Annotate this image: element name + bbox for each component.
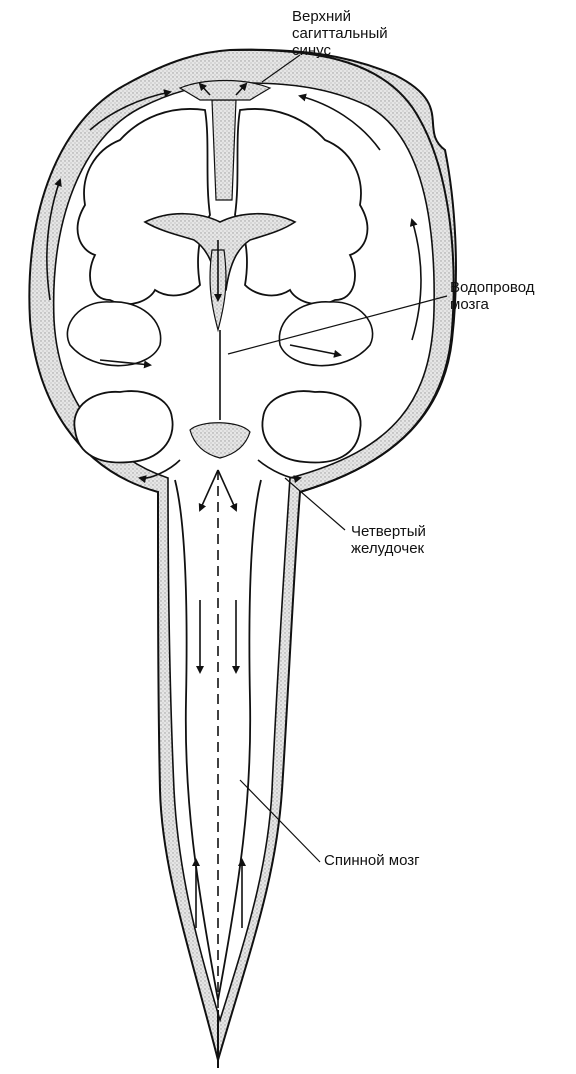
- spinal-cord-label-text: Спинной мозг: [324, 852, 420, 869]
- interhemispheric-fissure: [212, 100, 236, 200]
- cerebral-aqueduct-label: Водопровод мозга: [450, 279, 535, 313]
- sinus-label-line-1: Верхний: [292, 8, 388, 25]
- right-cerebellum: [262, 391, 360, 462]
- spinal-cord-label: Спинной мозг: [324, 852, 420, 869]
- fourth-ventricle-label: Четвертый желудочек: [351, 523, 426, 557]
- aqueduct-label-line-1: Водопровод: [450, 279, 535, 296]
- left-temporal-lobe: [67, 302, 160, 366]
- aqueduct-label-line-2: мозга: [450, 296, 535, 313]
- ventricle-label-line-2: желудочек: [351, 540, 426, 557]
- sinus-label-line-2: сагиттальный: [292, 25, 388, 42]
- left-cerebellum: [74, 391, 172, 462]
- right-temporal-lobe: [279, 302, 372, 366]
- ventricle-label-line-1: Четвертый: [351, 523, 426, 540]
- superior-sagittal-sinus-label: Верхний сагиттальный синус: [292, 8, 388, 59]
- sinus-label-line-3: синус: [292, 42, 388, 59]
